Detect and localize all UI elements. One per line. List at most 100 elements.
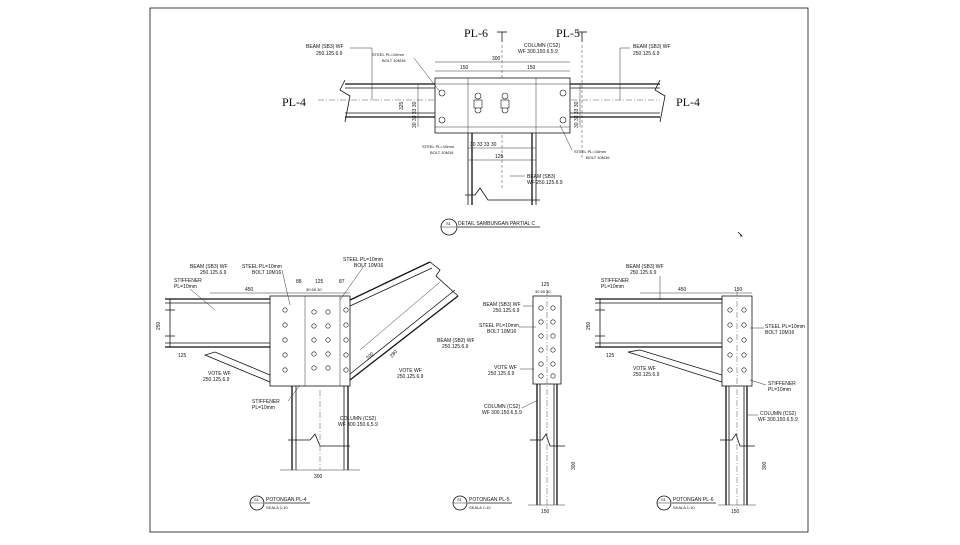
pl4-stiffener2-label: STIFFENER xyxy=(252,399,280,405)
dim-150a: 150 xyxy=(460,65,469,71)
pl5-dim-125: 125 xyxy=(541,282,550,288)
pl4-dim-125: 125 xyxy=(315,279,324,285)
beam-left-size: 250.125.6.9 xyxy=(316,51,343,57)
pl6-vote-size: 250.125.6.9 xyxy=(633,372,660,378)
top-detail: PL-6 PL-5 PL-4 PL-4 xyxy=(282,26,743,237)
pl6-dim-125: 125 xyxy=(606,353,615,359)
pl4-dim-250: 250 xyxy=(156,321,162,330)
pl4-bolt-r-label: BOLT 10M16 xyxy=(354,263,383,269)
pl5-bolt-label: BOLT 10M16 xyxy=(487,329,516,335)
beam-left-label: BEAM (SB3) WF xyxy=(306,44,344,50)
pl4-column-size: WF 300.150.6,5.9 xyxy=(338,422,378,428)
dim-vert-left: 30 33 33 30 xyxy=(412,101,418,128)
pl5-vote-size: 250.125.6.9 xyxy=(488,371,515,377)
pl4-plate xyxy=(269,295,351,387)
beam-right-size: 250.125.6.9 xyxy=(633,51,660,57)
pl6-stiffener2-pl: PL=10mm xyxy=(768,387,791,393)
pl5-column-label: COLUMN (CS2) xyxy=(484,404,520,410)
pl4-dim-sub: 30 65 30 xyxy=(306,287,322,292)
pl6-beam-size: 250.125.6.9 xyxy=(630,270,657,276)
detail-tag: S1 xyxy=(446,221,452,226)
pl5-scale: SKALA 1:10 xyxy=(469,505,491,510)
pl4-dim-125b: 125 xyxy=(178,353,187,359)
pl4-vote-size: 250.125.6.9 xyxy=(203,377,230,383)
pl6-dim-150b: 150 xyxy=(731,509,740,515)
pl6-title: POTONGAN PL-6 xyxy=(673,497,714,503)
column-size: WF 300.150.6,5.9 xyxy=(518,49,558,55)
steel-bot-left-label: STEEL PL=10mm xyxy=(422,144,455,149)
dim-150b: 150 xyxy=(527,65,536,71)
bolt-bot-right-label: BOLT 10M16 xyxy=(586,155,610,160)
dim-325: 325 xyxy=(399,101,405,110)
sheet-border xyxy=(149,7,809,533)
pl6-vote-label: VOTE WF xyxy=(633,366,656,372)
pl5-tag: S1 xyxy=(457,497,463,502)
pl5-dim-sub: 30 65 30 xyxy=(535,289,551,294)
pl6-dim-150: 150 xyxy=(734,287,743,293)
pl6-bolt-label: BOLT 10M16 xyxy=(765,330,794,336)
section-pl6: 450 150 250 125 300 150 BEAM (SB3) WF 25… xyxy=(586,264,805,515)
pl4-sb2-label: BEAM (SB2) WF xyxy=(437,338,475,344)
pl4-stiffener-label: STIFFENER xyxy=(174,278,202,284)
pl5-dim-150: 150 xyxy=(541,509,550,515)
top-bolts xyxy=(438,89,567,124)
pl4-tag: S1 xyxy=(254,497,260,502)
pl4-dim-450: 450 xyxy=(245,287,254,293)
pl5-label: PL-5 xyxy=(556,26,580,40)
beam-bottom-label: BEAM (SB3) xyxy=(527,174,556,180)
bolt-top-label: BOLT 10M16 xyxy=(382,58,406,63)
bolt-bot-left-label: BOLT 10M16 xyxy=(430,150,454,155)
pl6-label: PL-6 xyxy=(464,26,488,40)
pl4-dim-300: 300 xyxy=(314,474,323,480)
pl5-title: POTONGAN PL-5 xyxy=(469,497,510,503)
pl6-dim-250: 250 xyxy=(586,321,592,330)
pl6-dim-450: 450 xyxy=(678,287,687,293)
pl5-vote-label: VOTE WF xyxy=(494,365,517,371)
pl4-sb2-size: 250.125.6.9 xyxy=(442,344,469,350)
pl6-column-label: COLUMN (CS2) xyxy=(760,411,796,417)
pl5-dim-300: 300 xyxy=(571,461,577,470)
pl4-vote-r-size: 250.125.6.9 xyxy=(397,374,424,380)
pl5-steel-label: STEEL PL=10mm xyxy=(479,323,519,329)
pl6-scale: SKALA 1:10 xyxy=(673,505,695,510)
pl4-bolts xyxy=(282,307,349,373)
dim-vert-right: 30 33 33 30 xyxy=(574,101,580,128)
pl6-bolts xyxy=(727,307,747,373)
pl4-bolt-label: BOLT 10M16 xyxy=(252,270,281,276)
beam-bottom-size: WF 250.125.6.9 xyxy=(527,180,563,186)
pl4-beam-size: 250.125.6.9 xyxy=(200,270,227,276)
beam-right-label: BEAM (SB3) WF xyxy=(633,44,671,50)
pl5-beam-size: 250.125.6.9 xyxy=(493,308,520,314)
steel-bot-right-label: STEEL PL=10mm xyxy=(574,149,607,154)
pl5-column-size: WF 300.150.6,5.9 xyxy=(482,410,522,416)
pl4-dim-87: 87 xyxy=(339,279,345,285)
pl4-steel-label: STEEL PL=10mm xyxy=(242,264,282,270)
pl4-vote-r-label: VOTE WF xyxy=(399,368,422,374)
pl4-dim-88: 88 xyxy=(296,279,302,285)
pl4-right-label: PL-4 xyxy=(676,95,700,109)
pl4-dim-200: 200 xyxy=(365,351,375,361)
pl6-dim-300: 300 xyxy=(762,461,768,470)
dim-125: 125 xyxy=(495,154,504,160)
pl4-left-label: PL-4 xyxy=(282,95,306,109)
column-label: COLUMN (CS2) xyxy=(524,43,560,49)
pl6-stiffener-pl: PL=10mm xyxy=(601,284,624,290)
pl6-column-size: WF 300.150.6,5.9 xyxy=(758,417,798,423)
pl6-beam-label: BEAM (SB3) WF xyxy=(626,264,664,270)
pl4-vote-label: VOTE WF xyxy=(208,371,231,377)
pl4-beam-label: BEAM (SB3) WF xyxy=(190,264,228,270)
pl4-column-label: COLUMN (CS2) xyxy=(340,416,376,422)
pl4-stiffener-pl: PL=10mm xyxy=(174,284,197,290)
dim-bottom: 30 33 33 30 xyxy=(470,142,497,148)
pl6-steel-label: STEEL PL=10mm xyxy=(765,324,805,330)
section-pl4: 450 88 125 87 30 65 30 250 125 300 200 2… xyxy=(156,257,475,511)
section-pl5: 125 30 65 30 300 150 BEAM (SB3) WF 250.1… xyxy=(452,282,577,515)
detail-title: DETAIL SAMBUNGAN PARTIAL C xyxy=(458,221,536,227)
pl6-tag: S1 xyxy=(661,497,667,502)
pl4-scale: SKALA 1:10 xyxy=(266,505,288,510)
pl5-beam-label: BEAM (SB3) WF xyxy=(483,302,521,308)
pl4-stiffener2-pl: PL=10mm xyxy=(252,405,275,411)
pl5-bolts xyxy=(538,305,556,379)
